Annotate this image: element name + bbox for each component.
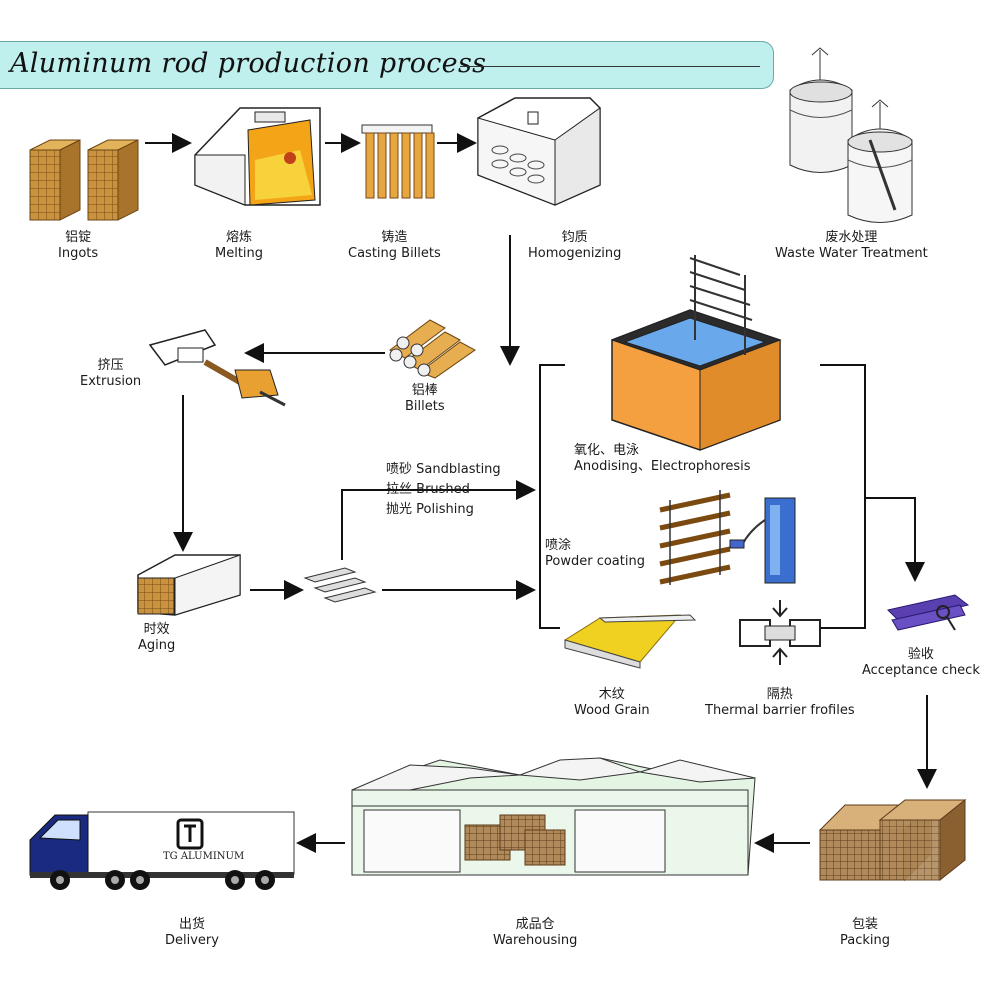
acceptance-check-icon [887, 594, 970, 631]
aging-oven-icon [137, 554, 241, 616]
wood-grain-icon [563, 614, 697, 669]
melting-furnace-icon [194, 107, 321, 206]
title-underline [460, 66, 760, 67]
profiles-icon [303, 567, 377, 603]
brushed-label: 拉丝 Brushed [386, 482, 470, 497]
flow-arrows [145, 133, 937, 853]
title-banner: Aluminum rod production process [0, 41, 774, 89]
delivery-truck-icon [29, 811, 295, 890]
anodising-tank-icon [610, 255, 782, 451]
page-title: Aluminum rod production process [10, 48, 487, 79]
waste-water-tanks-icon [789, 47, 913, 223]
homogenizing-oven-icon [477, 97, 601, 206]
ingots-icon [29, 139, 139, 221]
billets-pile-icon [389, 319, 476, 379]
warehouse-icon [351, 757, 756, 876]
casting-billets-icon [361, 124, 435, 199]
powder-coating-icon [659, 490, 796, 585]
extrusion-press-icon [148, 329, 286, 407]
polishing-label: 抛光 Polishing [386, 502, 474, 517]
truck-brand-text: TG ALUMINUM [163, 851, 245, 862]
thermal-barrier-icon [739, 600, 821, 665]
packing-crates-icon [818, 798, 967, 882]
sandblasting-label: 喷砂 Sandblasting [386, 462, 501, 477]
